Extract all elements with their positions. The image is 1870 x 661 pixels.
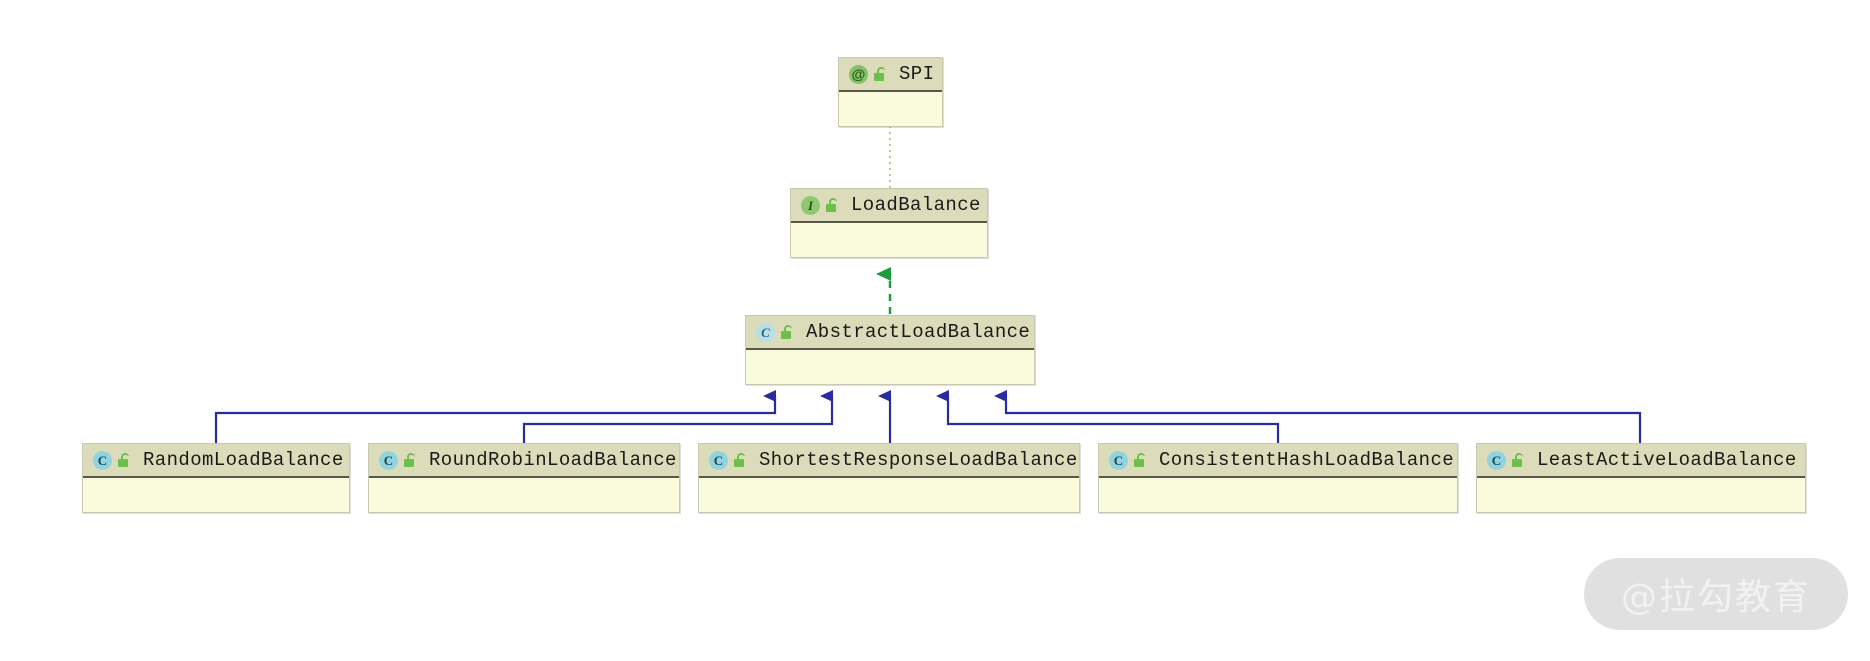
uml-node-header: C RandomLoadBalance <box>83 444 349 478</box>
uml-node-title: ConsistentHashLoadBalance <box>1159 449 1455 471</box>
uml-node-leastactiveloadbalance[interactable]: C LeastActiveLoadBalance <box>1476 443 1806 513</box>
public-unlock-icon <box>118 453 131 467</box>
uml-node-header: C AbstractLoadBalance <box>746 316 1034 350</box>
uml-node-members <box>791 223 987 257</box>
public-unlock-icon <box>1134 453 1147 467</box>
uml-node-members <box>1099 478 1457 512</box>
interface-i-icon: I <box>801 195 820 215</box>
public-unlock-icon <box>826 198 839 212</box>
watermark-text: @拉勾教育 <box>1620 577 1811 618</box>
class-c-icon: C <box>379 450 398 470</box>
uml-node-members <box>839 92 942 126</box>
uml-node-header: @ SPI <box>839 58 942 92</box>
public-unlock-icon <box>781 325 794 339</box>
uml-node-header: C ConsistentHashLoadBalance <box>1099 444 1457 478</box>
uml-node-abstractloadbalance[interactable]: C AbstractLoadBalance <box>745 315 1035 385</box>
uml-node-title: LoadBalance <box>851 194 981 216</box>
uml-node-members <box>1477 478 1805 512</box>
public-unlock-icon <box>404 453 417 467</box>
uml-node-header: C ShortestResponseLoadBalance <box>699 444 1079 478</box>
public-unlock-icon <box>734 453 747 467</box>
uml-node-members <box>746 350 1034 384</box>
edge-leastactiveloadbalance-to-abstractloadbalance <box>994 390 1642 443</box>
annotation-at-icon: @ <box>849 64 868 84</box>
class-c-icon: C <box>1109 450 1128 470</box>
class-c-icon: C <box>1487 450 1506 470</box>
uml-node-spi[interactable]: @ SPI <box>838 57 943 127</box>
class-c-icon: C <box>756 322 775 342</box>
edge-randomloadbalance-to-abstractloadbalance <box>214 390 777 443</box>
uml-node-title: AbstractLoadBalance <box>806 321 1031 343</box>
class-c-icon: C <box>93 450 112 470</box>
uml-node-header: C LeastActiveLoadBalance <box>1477 444 1805 478</box>
watermark: @拉勾教育 <box>1584 558 1848 630</box>
edge-roundrobinloadbalance-to-abstractloadbalance <box>522 390 834 443</box>
public-unlock-icon <box>1512 453 1525 467</box>
uml-node-members <box>369 478 679 512</box>
class-c-icon: C <box>709 450 728 470</box>
uml-node-roundrobinloadbalance[interactable]: C RoundRobinLoadBalance <box>368 443 680 513</box>
uml-node-title: RandomLoadBalance <box>143 449 344 471</box>
public-unlock-icon <box>874 67 887 81</box>
uml-node-title: RoundRobinLoadBalance <box>429 449 677 471</box>
uml-node-header: I LoadBalance <box>791 189 987 223</box>
uml-node-header: C RoundRobinLoadBalance <box>369 444 679 478</box>
uml-node-title: SPI <box>899 63 935 85</box>
uml-node-loadbalance[interactable]: I LoadBalance <box>790 188 988 258</box>
edge-consistenthashloadbalance-to-abstractloadbalance <box>936 390 1280 443</box>
uml-node-consistenthashloadbalance[interactable]: C ConsistentHashLoadBalance <box>1098 443 1458 513</box>
uml-node-members <box>699 478 1079 512</box>
uml-node-randomloadbalance[interactable]: C RandomLoadBalance <box>82 443 350 513</box>
uml-node-members <box>83 478 349 512</box>
uml-node-shortestresponseloadbalance[interactable]: C ShortestResponseLoadBalance <box>698 443 1080 513</box>
uml-node-title: ShortestResponseLoadBalance <box>759 449 1078 471</box>
uml-node-title: LeastActiveLoadBalance <box>1537 449 1797 471</box>
